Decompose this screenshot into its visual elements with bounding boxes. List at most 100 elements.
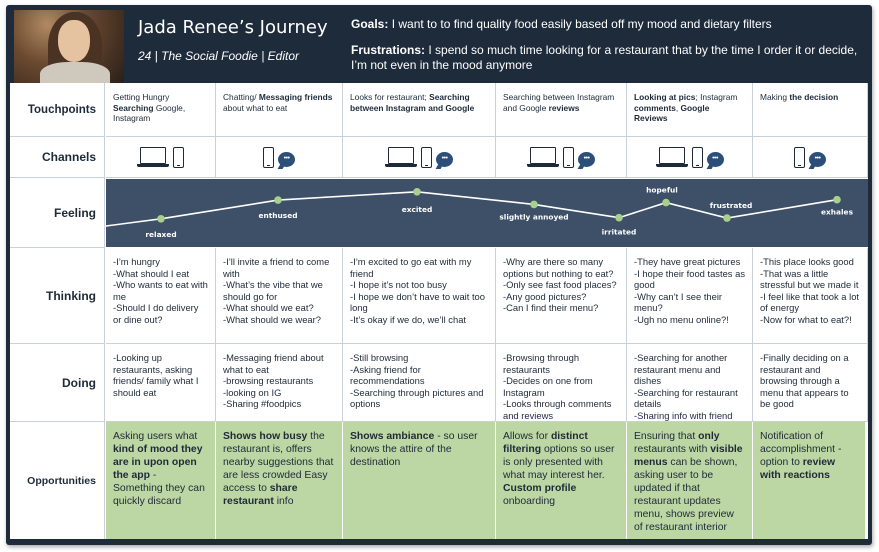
opportunity-cell: Asking users what kind of mood they are … [106,422,216,539]
text-segment: restaurants with [634,444,711,455]
text-segment: kind of mood they are in upon open the a… [113,444,203,481]
chat-bubble-icon [809,152,826,167]
feeling-label: exhales [821,208,854,217]
bullet-line: -Browsing through restaurants [503,352,580,375]
phone-icon [421,146,432,168]
text-segment: Shows ambiance [350,431,435,442]
bullet-line: -I’ll invite a friend to come with [223,256,330,279]
text-segment: Looking at pics [634,92,696,102]
bullet-line: -Searching for another restaurant menu a… [634,352,728,386]
bullet-line: -I hope their food tastes as good [634,267,746,291]
touchpoint-cell: Looking at pics; Instagram comments, Goo… [627,83,753,137]
text-segment: Making [760,92,790,102]
frustrations-text: I spend so much time looking for a resta… [351,43,858,72]
bullet-line: -I feel like that took a lot of energy [760,290,860,314]
text-segment: info [273,496,294,507]
bullet-line: -I hope it’s not too busy [350,279,447,290]
row-label-doing: Doing [10,344,105,422]
chat-bubble-icon [278,152,295,167]
bullet-line: -Decides on one from Instagram [503,375,593,398]
text-segment: Shows how busy [223,431,308,442]
goals-text: I want to to find quality food easily ba… [391,17,772,31]
text-segment: the decision [789,92,839,102]
chat-bubble-icon [436,152,453,167]
text-segment: Asking users what [113,431,198,442]
channel-cell [627,137,753,178]
goals-label: Goals: [351,17,389,31]
text-segment: onboarding [503,496,555,507]
bullet-line: -Sharing #foodpics [223,398,302,409]
bullet-line: -What’s the vibe that we should go for [223,279,323,302]
bullet-line: -Any good pictures? [503,290,587,302]
channel-cell [753,137,868,178]
journey-map: Jada Renee’s Journey 24 | The Social Foo… [6,5,872,545]
text-segment: Google, Instagram [113,102,186,124]
persona-photo [14,10,124,83]
touchpoint-cell: Looks for restaurant; Searching between … [343,83,496,137]
bullet-line: -browsing restaurants [223,375,314,386]
row-label-touchpoints: Touchpoints [10,83,105,137]
feeling-point [723,214,731,222]
bullet-line: -Messaging friend about what to eat [223,352,324,375]
persona-name: Jada Renee’s Journey [138,17,328,38]
bullet-line: -looking on IG [223,386,282,398]
bullet-line: -Asking friend for recommendations [350,363,425,387]
laptop-icon [655,147,688,167]
bullet-line: -This place looks good [760,256,854,267]
text-segment: Looks for restaurant; [350,92,430,102]
bullet-line: -Searching for restaurant details [634,386,738,410]
text-segment: Allows for [503,431,551,442]
doing-cell: -Searching for another restaurant menu a… [627,344,753,422]
text-segment: can be shown, asking user to be updated … [634,457,738,533]
laptop-icon [137,147,169,167]
text-segment: reviews [548,102,580,113]
text-segment: about what to eat [223,102,288,113]
bullet-line: -Who wants to eat with me [113,279,208,302]
text-segment: Searching [113,102,154,113]
opportunity-cell: Shows how busy the restaurant is, offers… [216,422,343,539]
feeling-label: slightly annoyed [499,212,568,221]
feeling-label: relaxed [145,230,176,239]
doing-cell: -Looking up restaurants, asking friends/… [106,344,216,422]
bullet-line: -Looking up restaurants, asking friends/… [113,352,199,398]
bullet-line: -Only see fast food places? [503,279,617,290]
channel-cell [343,137,496,178]
text-segment: - Something they can quickly discard [113,470,205,507]
text-segment: share restaurant [223,483,298,507]
thinking-cell: -They have great pictures-I hope their f… [627,248,753,344]
text-segment: Chatting/ [223,92,259,102]
touchpoint-cell: Searching between Instagram and Google r… [496,83,627,137]
bullet-line: -I’m excited to go eat with my friend [350,256,472,279]
feeling-label: enthused [258,211,297,220]
text-segment: ; Instagram [695,92,738,102]
text-segment: Searching between Instagram and Google [503,92,615,113]
touchpoint-cell: Chatting/ Messaging friends about what t… [216,83,343,137]
bullet-line: -Why are there so many options but nothi… [503,256,614,279]
feeling-point [615,213,623,222]
persona-meta: 24 | The Social Foodie | Editor [138,49,299,63]
text-segment: Google Reviews [634,102,710,124]
thinking-cell: -I’m excited to go eat with my friend-I … [343,248,496,344]
phone-icon [563,146,574,168]
chat-bubble-icon [706,152,724,167]
journey-grid: Touchpoints Channels Feeling Thinking Do… [10,83,868,539]
feeling-point [662,198,670,207]
channel-cell [496,137,627,178]
bullet-line: -I’m hungry [113,256,160,267]
laptop-icon [385,147,417,167]
text-segment: comments [634,102,676,113]
bullet-line: -I hope we don’t have to wait too long [350,290,485,314]
row-label-feeling: Feeling [10,178,105,248]
text-segment: Notification of accomplishment - option … [760,431,842,468]
laptop-icon [527,147,559,167]
doing-cell: -Finally deciding on a restaurant and br… [753,344,868,422]
thinking-cell: -I’ll invite a friend to come with-What’… [216,248,343,344]
feeling-label: irritated [602,228,637,237]
feeling-point [157,215,165,223]
bullet-line: -It’s okay if we do, we’ll chat [350,313,467,325]
text-segment: the restaurant is, offers nearby suggest… [223,431,334,494]
touchpoint-cell: Getting Hungry Searching Google, Instagr… [106,83,216,137]
thinking-cell: -This place looks good-That was a little… [753,248,868,344]
row-label-thinking: Thinking [10,248,105,344]
